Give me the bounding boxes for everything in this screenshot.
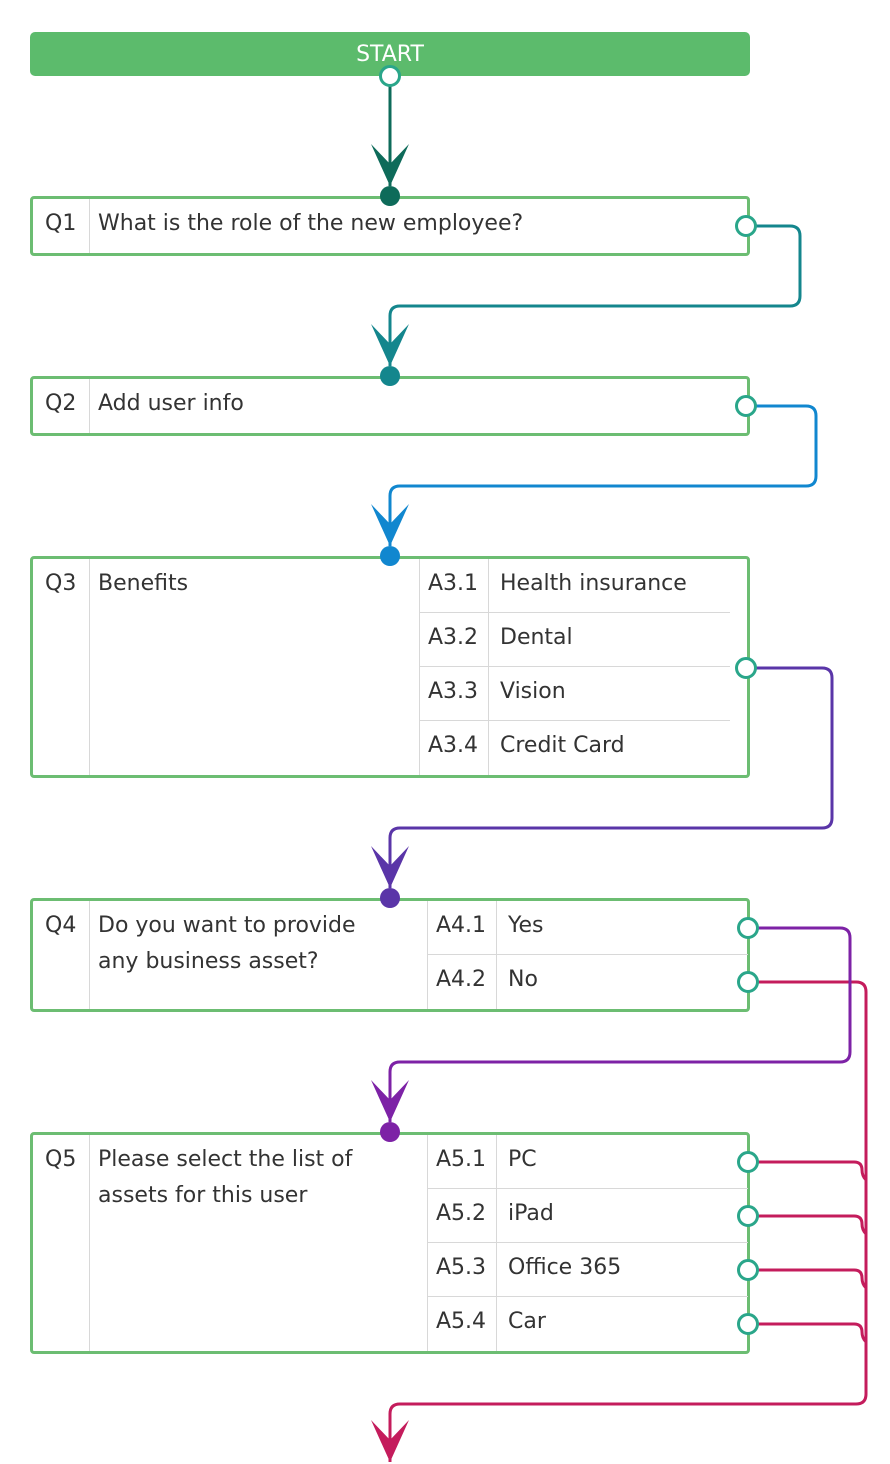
answer-id: A5.1 <box>428 1135 497 1188</box>
start-label: START <box>356 42 424 67</box>
connector-q4-yes-q5 <box>388 926 852 1122</box>
question-box-q5[interactable]: Q5 Please select the list of assets for … <box>30 1132 750 1354</box>
answer-id: A3.2 <box>420 613 489 666</box>
output-port-a4-2[interactable] <box>737 971 759 993</box>
answer-label: Credit Card <box>500 733 625 758</box>
answer-label: iPad <box>508 1201 554 1226</box>
question-text: Add user info <box>98 391 244 416</box>
question-id: Q5 <box>33 1135 90 1351</box>
question-box-q1[interactable]: Q1 What is the role of the new employee? <box>30 196 750 256</box>
answer-list: A4.1 Yes A4.2 No <box>427 901 748 1009</box>
input-dot-q5 <box>380 1122 400 1142</box>
arrow-head-icon <box>371 846 409 888</box>
question-text: Benefits <box>98 571 189 596</box>
arrow-head-icon <box>371 324 409 366</box>
output-port-a5-1[interactable] <box>737 1151 759 1173</box>
answer-row-a4-1[interactable]: A4.1 Yes <box>428 901 748 955</box>
connector-q2-q3 <box>388 404 818 546</box>
answer-label: Yes <box>508 913 544 938</box>
question-text: What is the role of the new employee? <box>98 211 524 236</box>
output-port-a5-3[interactable] <box>737 1259 759 1281</box>
answer-label: Vision <box>500 679 566 704</box>
answer-label: Car <box>508 1309 546 1334</box>
connector-q5-a3-next <box>748 1268 868 1290</box>
answer-label: Health insurance <box>500 571 687 596</box>
answer-row-a3-2[interactable]: A3.2 Dental <box>420 613 730 667</box>
answer-id: A5.3 <box>428 1243 497 1296</box>
output-port-start[interactable] <box>379 65 401 87</box>
arrow-head-icon <box>371 504 409 546</box>
arrow-head-icon <box>371 1080 409 1122</box>
answer-id: A3.4 <box>420 721 489 775</box>
answer-row-a4-2[interactable]: A4.2 No <box>428 955 748 1009</box>
answer-label: Office 365 <box>508 1255 622 1280</box>
input-dot-q3 <box>380 546 400 566</box>
question-box-q3[interactable]: Q3 Benefits A3.1 Health insurance A3.2 D… <box>30 556 750 778</box>
input-dot-q1 <box>380 186 400 206</box>
answer-label: PC <box>508 1147 537 1172</box>
answer-id: A4.2 <box>428 955 497 1009</box>
output-port-a4-1[interactable] <box>737 917 759 939</box>
question-box-q4[interactable]: Q4 Do you want to provide any business a… <box>30 898 750 1012</box>
answer-id: A3.1 <box>420 559 489 612</box>
answer-id: A5.2 <box>428 1189 497 1242</box>
answer-list: A5.1 PC A5.2 iPad A5.3 Office 365 A5.4 C… <box>427 1135 748 1351</box>
arrow-head-icon <box>371 1420 409 1462</box>
answer-id: A3.3 <box>420 667 489 720</box>
input-dot-q4 <box>380 888 400 908</box>
answer-row-a3-4[interactable]: A3.4 Credit Card <box>420 721 730 775</box>
answer-row-a3-1[interactable]: A3.1 Health insurance <box>420 559 730 613</box>
question-id: Q2 <box>33 379 90 433</box>
connector-q4-no-next <box>388 980 868 1462</box>
question-id: Q4 <box>33 901 90 1009</box>
answer-row-a5-4[interactable]: A5.4 Car <box>428 1297 748 1351</box>
question-text: Do you want to provide any business asse… <box>98 913 356 974</box>
output-port-q3[interactable] <box>735 657 757 679</box>
question-id: Q3 <box>33 559 90 775</box>
connector-q1-q2 <box>388 224 802 366</box>
answer-label: Dental <box>500 625 573 650</box>
question-id: Q1 <box>33 199 90 253</box>
answer-id: A5.4 <box>428 1297 497 1351</box>
answer-row-a5-2[interactable]: A5.2 iPad <box>428 1189 748 1243</box>
output-port-a5-2[interactable] <box>737 1205 759 1227</box>
output-port-q1[interactable] <box>735 215 757 237</box>
connector-q5-a4-next <box>748 1322 868 1344</box>
arrow-head-icon <box>371 144 409 186</box>
connector-q5-a2-next <box>748 1214 868 1236</box>
output-port-q2[interactable] <box>735 395 757 417</box>
output-port-a5-4[interactable] <box>737 1313 759 1335</box>
connector-q3-q4 <box>388 666 834 888</box>
answer-id: A4.1 <box>428 901 497 954</box>
answer-label: No <box>508 967 538 992</box>
question-text: Please select the list of assets for thi… <box>98 1147 353 1208</box>
answer-row-a5-1[interactable]: A5.1 PC <box>428 1135 748 1189</box>
connector-q5-a1-next <box>748 1160 868 1182</box>
answer-row-a5-3[interactable]: A5.3 Office 365 <box>428 1243 748 1297</box>
answer-list: A3.1 Health insurance A3.2 Dental A3.3 V… <box>419 559 730 775</box>
input-dot-q2 <box>380 366 400 386</box>
answer-row-a3-3[interactable]: A3.3 Vision <box>420 667 730 721</box>
